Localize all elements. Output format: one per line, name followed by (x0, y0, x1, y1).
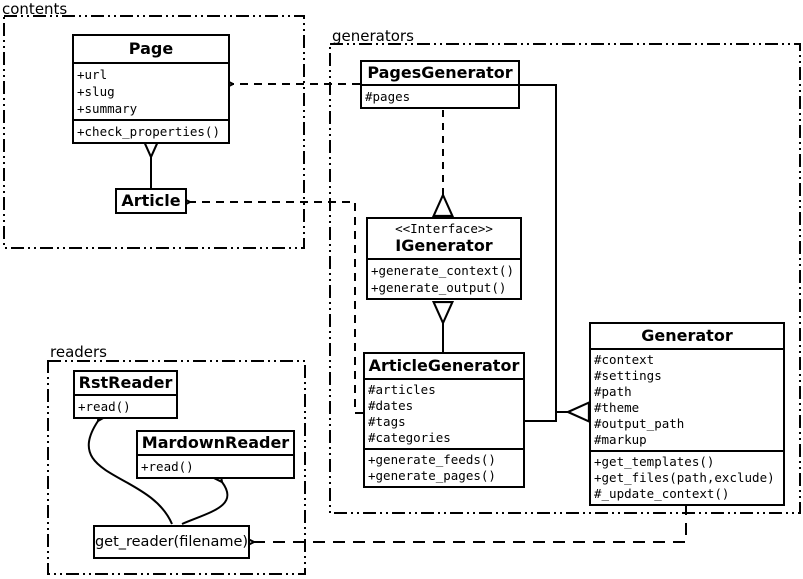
attribute: #context (594, 352, 655, 367)
class-page-title: Page (128, 39, 174, 58)
class-pagesgenerator-attributes: #pages (362, 84, 518, 107)
package-borders (3, 15, 801, 575)
class-page: Page +url +slug +summary +check_properti… (72, 34, 230, 144)
method: +read() (141, 459, 194, 474)
class-articlegenerator-methods: +generate_feeds() +generate_pages() (365, 448, 523, 486)
method: +generate_output() (371, 280, 507, 295)
class-articlegenerator-title: ArticleGenerator (368, 356, 520, 375)
class-generator-attributes: #context #settings #path #theme #output_… (591, 348, 783, 450)
attribute: #pages (365, 89, 411, 104)
attribute: +url (77, 67, 108, 82)
method: +get_files(path,exclude) (594, 470, 775, 485)
attribute: #categories (368, 430, 451, 445)
class-mardownreader-title: MardownReader (141, 433, 290, 452)
attribute: #path (594, 384, 632, 399)
class-mardownreader: MardownReader +read() (136, 430, 295, 479)
method: +generate_context() (371, 263, 514, 278)
class-igenerator: <<Interface>> IGenerator +generate_conte… (366, 217, 522, 300)
attribute: #output_path (594, 416, 685, 431)
method: +get_templates() (594, 454, 715, 469)
class-pagesgenerator-title: PagesGenerator (367, 63, 513, 82)
class-igenerator-methods: +generate_context() +generate_output() (368, 258, 520, 298)
class-rstreader-title: RstReader (78, 373, 173, 392)
generators-package-label: generators (332, 27, 414, 45)
readers-package-label: readers (50, 343, 107, 361)
getreader-to-rstreader-arrow (87, 421, 173, 525)
articlegenerator-to-generator-generalization (525, 412, 557, 422)
class-igenerator-stereotype: <<Interface>> (395, 221, 493, 236)
class-rstreader: RstReader +read() (73, 370, 178, 419)
method: +generate_feeds() (368, 452, 496, 467)
class-page-methods: +check_properties() (74, 119, 228, 142)
method: #_update_context() (594, 486, 730, 501)
attribute: #markup (594, 432, 647, 447)
generators-package-border (329, 43, 801, 514)
class-mardownreader-methods: +read() (138, 454, 293, 477)
class-rstreader-methods: +read() (75, 394, 176, 417)
contents-package-label: contents (2, 0, 68, 18)
attribute: #theme (594, 400, 640, 415)
attribute: +summary (77, 101, 138, 116)
method: +generate_pages() (368, 468, 496, 483)
class-igenerator-title: IGenerator (395, 236, 493, 255)
getreader-to-mardownreader-arrow (181, 482, 229, 525)
attribute: +slug (77, 84, 115, 99)
class-generator: Generator #context #settings #path #them… (589, 322, 785, 506)
class-article: Article (115, 188, 187, 214)
class-generator-methods: +get_templates() +get_files(path,exclude… (591, 450, 783, 504)
articlegenerator-to-article-dependency (190, 202, 363, 414)
attribute: #tags (368, 414, 406, 429)
pagesgenerator-to-generator-generalization (520, 84, 568, 412)
function-get-reader-label: get_reader(filename) (94, 534, 249, 550)
generator-to-getreader-dependency (254, 503, 687, 542)
attribute: #dates (368, 398, 414, 413)
contents-package-border (3, 15, 305, 249)
class-article-title: Article (121, 191, 181, 210)
attribute: #settings (594, 368, 662, 383)
class-page-attributes: +url +slug +summary (74, 62, 228, 119)
method: +read() (78, 399, 131, 414)
attribute: #articles (368, 382, 436, 397)
method: +check_properties() (77, 124, 220, 139)
class-articlegenerator-attributes: #articles #dates #tags #categories (365, 378, 523, 448)
readers-package-border (47, 360, 306, 575)
class-generator-title: Generator (641, 326, 733, 345)
function-get-reader: get_reader(filename) (93, 525, 250, 559)
class-articlegenerator: ArticleGenerator #articles #dates #tags … (363, 352, 525, 488)
class-pagesgenerator: PagesGenerator #pages (360, 60, 520, 109)
